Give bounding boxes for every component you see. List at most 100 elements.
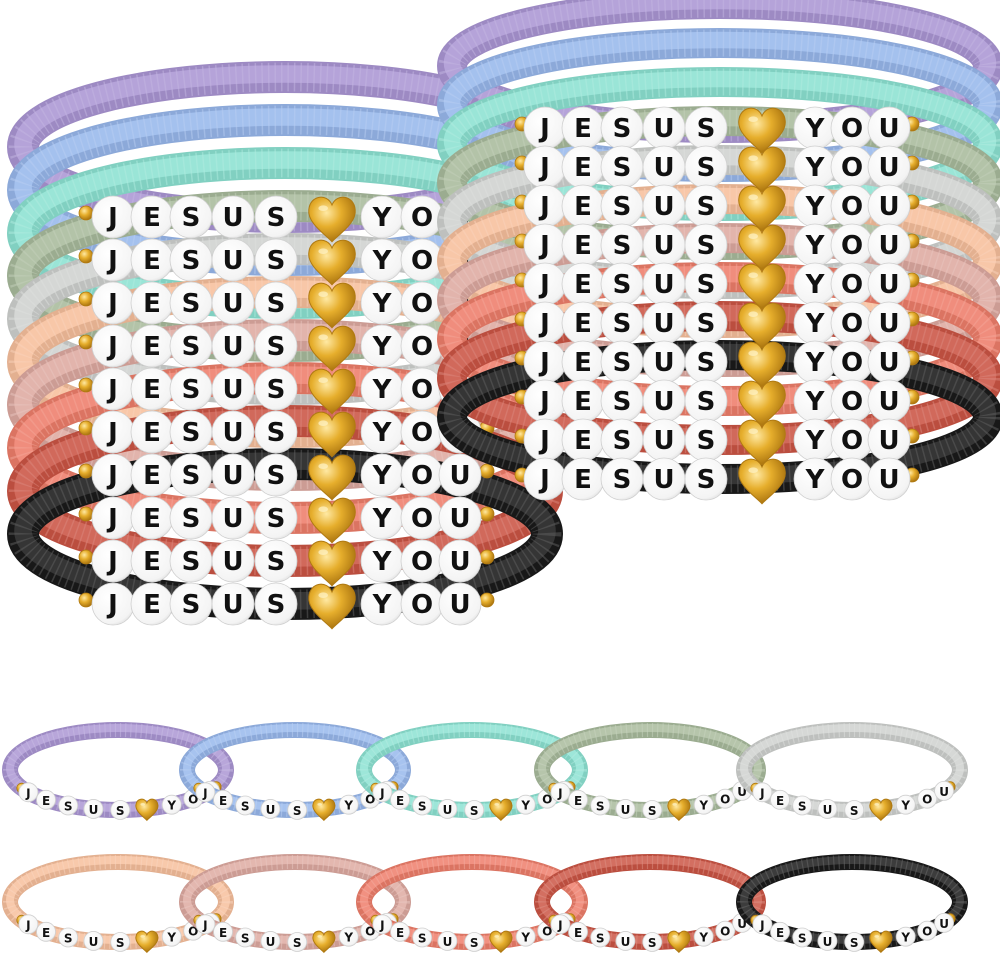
bead-letter: S [697,153,716,183]
heart-highlight [318,549,329,555]
bead-letter: S [613,387,632,417]
heart-highlight [748,116,758,122]
letter-bead [390,789,410,810]
bead-letter: E [143,375,161,405]
bracelet-band-texture [737,855,967,949]
bead-letter: U [823,935,833,949]
letter-bead [287,800,308,820]
bracelet-band-texture [438,68,1000,220]
heart-highlight [874,803,879,806]
bead-letter: S [293,804,302,818]
bead-letter: E [42,926,50,940]
heart-bead-icon [738,380,786,427]
bead-letter: U [939,785,949,799]
bead-letter: Y [166,799,176,813]
bead-letter: S [697,426,716,456]
bead-letter: S [116,936,125,950]
heart-highlight [748,272,758,279]
letter-bead [211,539,255,583]
bead-letter: S [182,375,201,405]
bead-letter: U [653,426,674,456]
bead-letter: O [411,418,433,448]
heart-highlight [494,935,499,938]
bead-letter: S [613,270,632,300]
bead-letter: O [841,465,863,495]
letter-bead [752,914,773,935]
bead-letter: S [418,931,427,945]
bead-letter: S [182,461,201,491]
bead-letter: S [613,465,632,495]
bead-letter: J [25,918,30,932]
letter-bead [372,782,393,803]
letter-bead [412,795,433,816]
letter-bead [715,788,736,809]
bead-letter: O [411,547,433,577]
bead-letter: J [538,231,550,261]
bead-letter: E [143,332,161,362]
bead-letter: U [222,547,243,577]
bead-letter: U [653,465,674,495]
bead-letter: J [202,786,207,800]
letter-bead [338,794,359,815]
bead-letter: U [222,504,243,534]
letter-bead [568,789,588,810]
bead-letter: S [241,799,250,813]
bead-letter: U [653,192,674,222]
bead-letter: S [418,799,427,813]
letter-bead [254,195,298,239]
bead-letter: J [557,786,562,800]
bead-letter: J [106,504,118,534]
letter-bead [615,799,636,819]
bead-letter: U [878,153,899,183]
bead-letter: E [574,348,592,378]
bead-letter: S [613,231,632,261]
letter-bead [211,410,255,454]
heart-highlight [748,155,758,161]
heart-bead-icon [738,341,786,388]
bead-letter: O [841,270,863,300]
bead-letter: O [411,461,433,491]
bead-letter: E [396,926,404,940]
letter-bead [254,582,298,626]
gold-spacer-bead-icon [479,506,495,522]
letter-bead [287,932,308,952]
heart-highlight [140,803,145,806]
letter-bead [36,921,56,942]
heart-bead-icon [308,454,356,501]
letter-bead [917,788,938,809]
letter-bead [895,926,916,947]
heart-highlight [494,803,499,806]
letter-bead [568,921,588,942]
letter-bead [438,496,482,540]
bead-letter: Y [520,799,530,813]
bead-letter: J [538,309,550,339]
bead-letter: U [878,114,899,144]
letter-bead [372,914,393,935]
letter-bead [437,799,458,819]
bead-letter: S [267,590,286,620]
heart-bead-icon [738,458,786,505]
bead-letter: E [574,309,592,339]
bead-letter: J [538,387,550,417]
bead-letter: U [621,803,631,817]
bead-letter: E [574,426,592,456]
bead-letter: S [697,309,716,339]
bead-letter: O [411,590,433,620]
bead-letter: J [202,918,207,932]
bead-letter: U [878,192,899,222]
bead-letter: S [182,332,201,362]
heart-highlight [874,935,879,938]
bead-letter: E [574,231,592,261]
